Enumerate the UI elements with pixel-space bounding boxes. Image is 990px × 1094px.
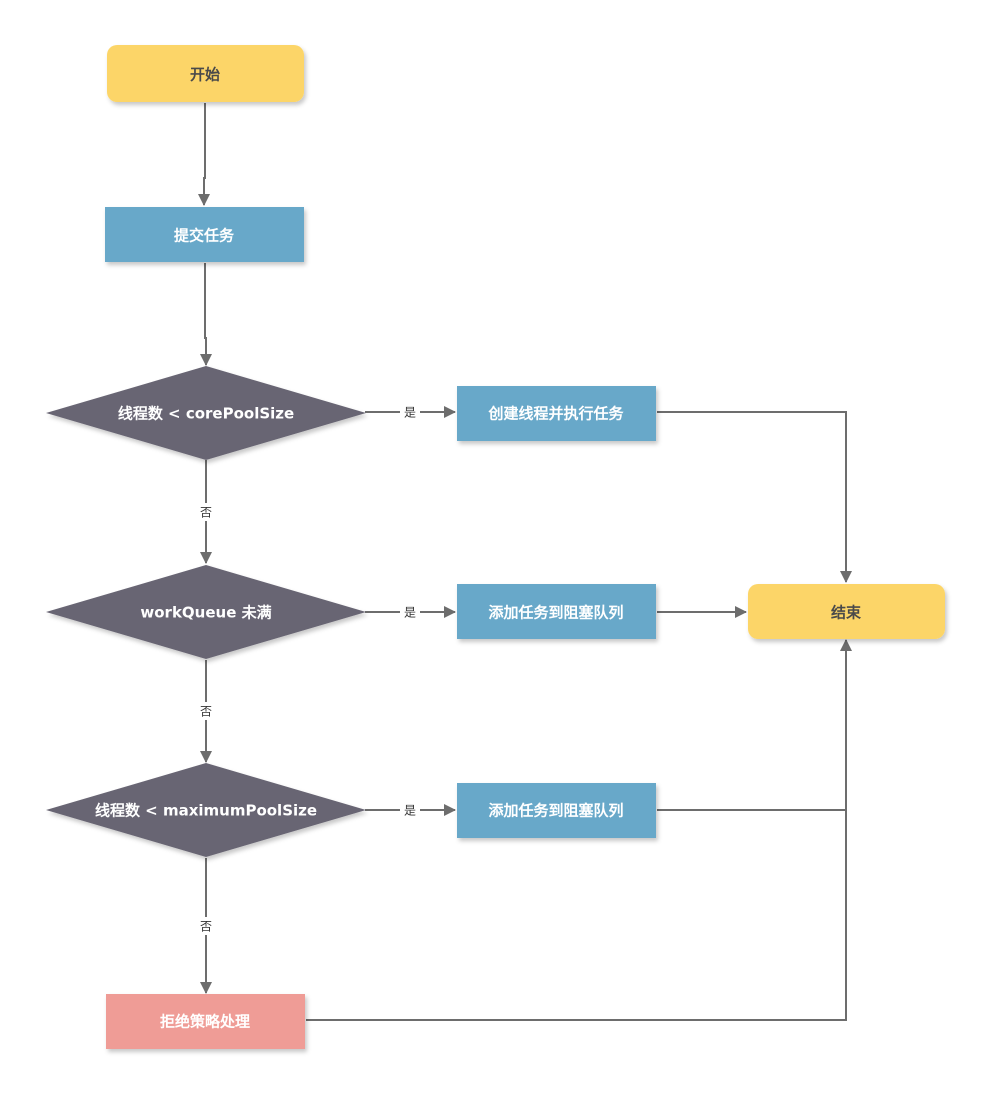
decision-work-queue-node[interactable]: workQueue 未满 <box>46 565 366 659</box>
create-thread-node[interactable]: 创建线程并执行任务 <box>457 386 656 441</box>
edge-label-yes-1: 是 <box>404 406 416 420</box>
add-to-queue-node-1[interactable]: 添加任务到阻塞队列 <box>457 584 656 639</box>
add-to-queue-label-1: 添加任务到阻塞队列 <box>488 604 623 622</box>
decision-max-pool-node[interactable]: 线程数 < maximumPoolSize <box>46 763 366 857</box>
reject-policy-node[interactable]: 拒绝策略处理 <box>106 994 305 1049</box>
edge-label-yes-3: 是 <box>404 804 416 818</box>
add-to-queue-label-2: 添加任务到阻塞队列 <box>488 802 623 820</box>
edge-label-no-3: 否 <box>200 920 212 934</box>
add-to-queue-node-2[interactable]: 添加任务到阻塞队列 <box>457 783 656 838</box>
nodes: 开始 提交任务 线程数 < corePoolSize 创建线程并执行任务 wor… <box>46 45 945 1049</box>
start-label: 开始 <box>190 66 220 84</box>
decision-work-queue-label: workQueue 未满 <box>140 604 271 622</box>
edge-reject-to-end <box>306 639 852 1021</box>
end-node[interactable]: 结束 <box>748 584 945 639</box>
submit-task-label: 提交任务 <box>174 227 235 245</box>
edge-start-to-submit <box>198 103 210 206</box>
decision-core-pool-label: 线程数 < corePoolSize <box>118 405 294 423</box>
edge-label-no-2: 否 <box>200 705 212 719</box>
create-thread-label: 创建线程并执行任务 <box>487 405 624 423</box>
reject-policy-label: 拒绝策略处理 <box>160 1013 250 1031</box>
edge-label-yes-2: 是 <box>404 606 416 620</box>
edge-create-to-end <box>657 411 852 583</box>
end-label: 结束 <box>831 604 862 622</box>
decision-core-pool-node[interactable]: 线程数 < corePoolSize <box>46 366 366 460</box>
submit-task-node[interactable]: 提交任务 <box>105 207 304 262</box>
edge-submit-to-decision-core <box>200 263 212 366</box>
edge-label-no-1: 否 <box>200 506 212 520</box>
edge-labels: 是 否 是 否 是 否 <box>196 403 420 935</box>
start-node[interactable]: 开始 <box>107 45 304 102</box>
decision-max-pool-label: 线程数 < maximumPoolSize <box>95 802 317 820</box>
